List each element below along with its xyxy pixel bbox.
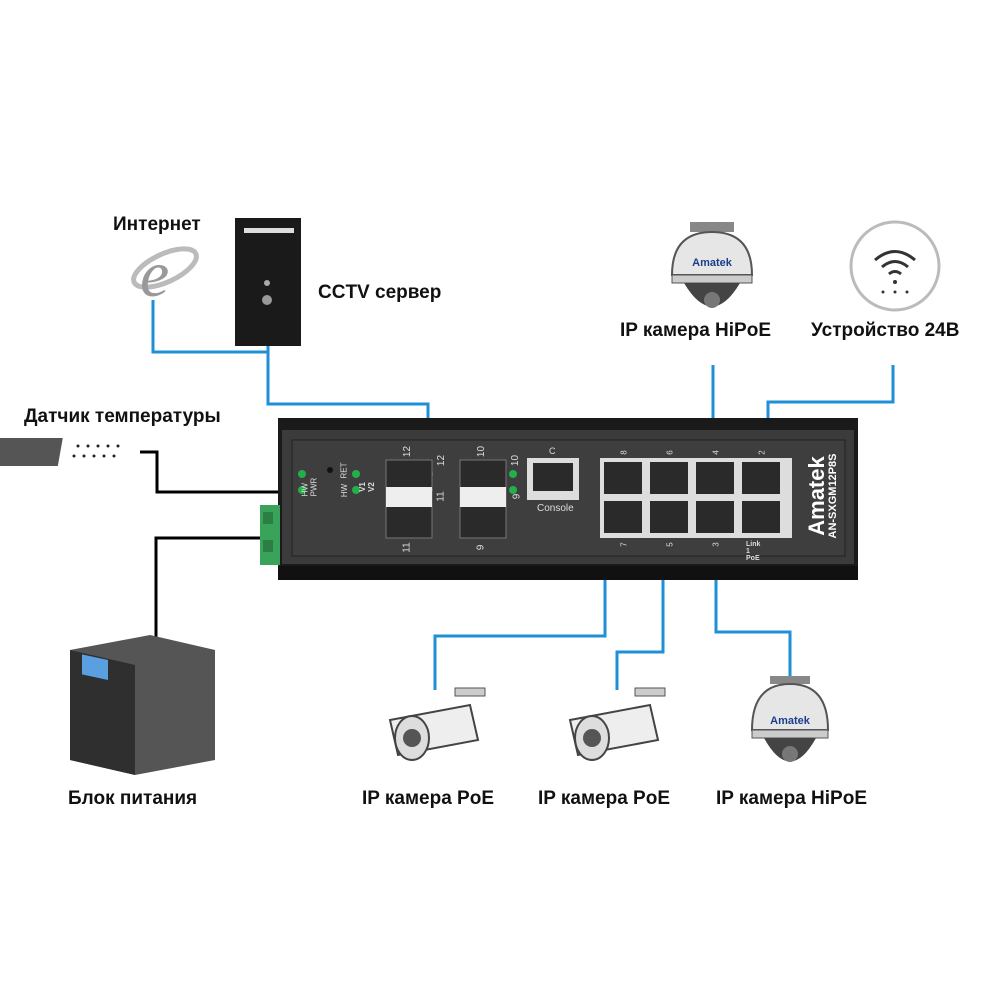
sfp-label-12: 12 (402, 445, 414, 458)
sfp-label-9: 9 (475, 544, 487, 551)
console-top-label: C (549, 446, 556, 456)
port-label-3: 3 (711, 542, 721, 547)
port-label-1-link-poe: Link 1 PoE (746, 541, 761, 562)
sfp-led-label-11: 11 (435, 491, 447, 502)
label-power-supply: Блок питания (68, 788, 198, 809)
switch-brand-logo: Amatek (804, 456, 829, 536)
power-supply-icon (70, 635, 215, 775)
rj45-ports (600, 458, 792, 538)
ptz-camera-top-icon: Amatek (670, 222, 754, 308)
port-label-5: 5 (665, 542, 675, 547)
hipoe-bottom-link (714, 572, 792, 680)
sfp-label-11: 11 (401, 542, 413, 553)
console-port (527, 458, 579, 500)
sfp-led-label-10: 10 (510, 454, 522, 467)
port-label-7: 7 (619, 542, 629, 547)
network-links (151, 300, 895, 690)
bullet-camera-2-icon (568, 687, 666, 761)
led-label-hw: HW (340, 483, 350, 498)
label-ip-camera-hipoe-top: IP камера HiPoE (620, 320, 771, 341)
sfp-led-label-12: 12 (436, 454, 448, 467)
console-label: Console (537, 503, 574, 514)
led-label-v1v2: V1 V2 (357, 482, 376, 492)
internet-icon: e (131, 238, 199, 311)
label-device-24v: Устройство 24В (811, 320, 960, 341)
ptz-camera-bottom-icon: Amatek (750, 676, 830, 762)
port-label-8: 8 (619, 450, 629, 455)
wifi-device-icon (849, 220, 941, 312)
label-ip-camera-hipoe-bottom: IP камера HiPoE (716, 788, 867, 809)
switch-brand-block: Amatek AN-SXGM12P8S (804, 421, 839, 571)
switch-model: AN-SXGM12P8S (827, 453, 839, 539)
power-terminal-block (260, 505, 280, 565)
svg-text:e: e (140, 238, 169, 311)
camera-brand-logo: Amatek (692, 257, 733, 269)
label-ip-camera-poe-2: IP камера PoE (538, 788, 670, 809)
sfp-led-label-9: 9 (511, 493, 523, 500)
temperature-sensor-icon (0, 438, 120, 466)
internet-link (151, 300, 268, 354)
camera-brand-logo: Amatek (770, 715, 811, 727)
label-ip-camera-poe-1: IP камера PoE (362, 788, 494, 809)
port-label-4: 4 (711, 450, 721, 455)
label-internet: Интернет (113, 214, 201, 235)
bullet-camera-1-icon (388, 687, 486, 761)
label-cctv-server: CCTV сервер (318, 282, 442, 303)
label-temp-sensor: Датчик температуры (24, 406, 221, 427)
sfp-ports (385, 459, 507, 539)
port-label-6: 6 (665, 450, 675, 455)
poe-cam-2-link (615, 572, 665, 690)
poe-switch (278, 418, 858, 580)
sfp-label-10: 10 (476, 445, 488, 458)
led-label-ret: RET (339, 462, 349, 479)
cctv-server-icon (235, 218, 301, 346)
temp-sensor-wire (140, 450, 280, 494)
poe-cam-1-link (433, 572, 607, 690)
port-label-2: 2 (757, 450, 767, 455)
led-label-hw-pwr: HW PWR (300, 477, 319, 497)
